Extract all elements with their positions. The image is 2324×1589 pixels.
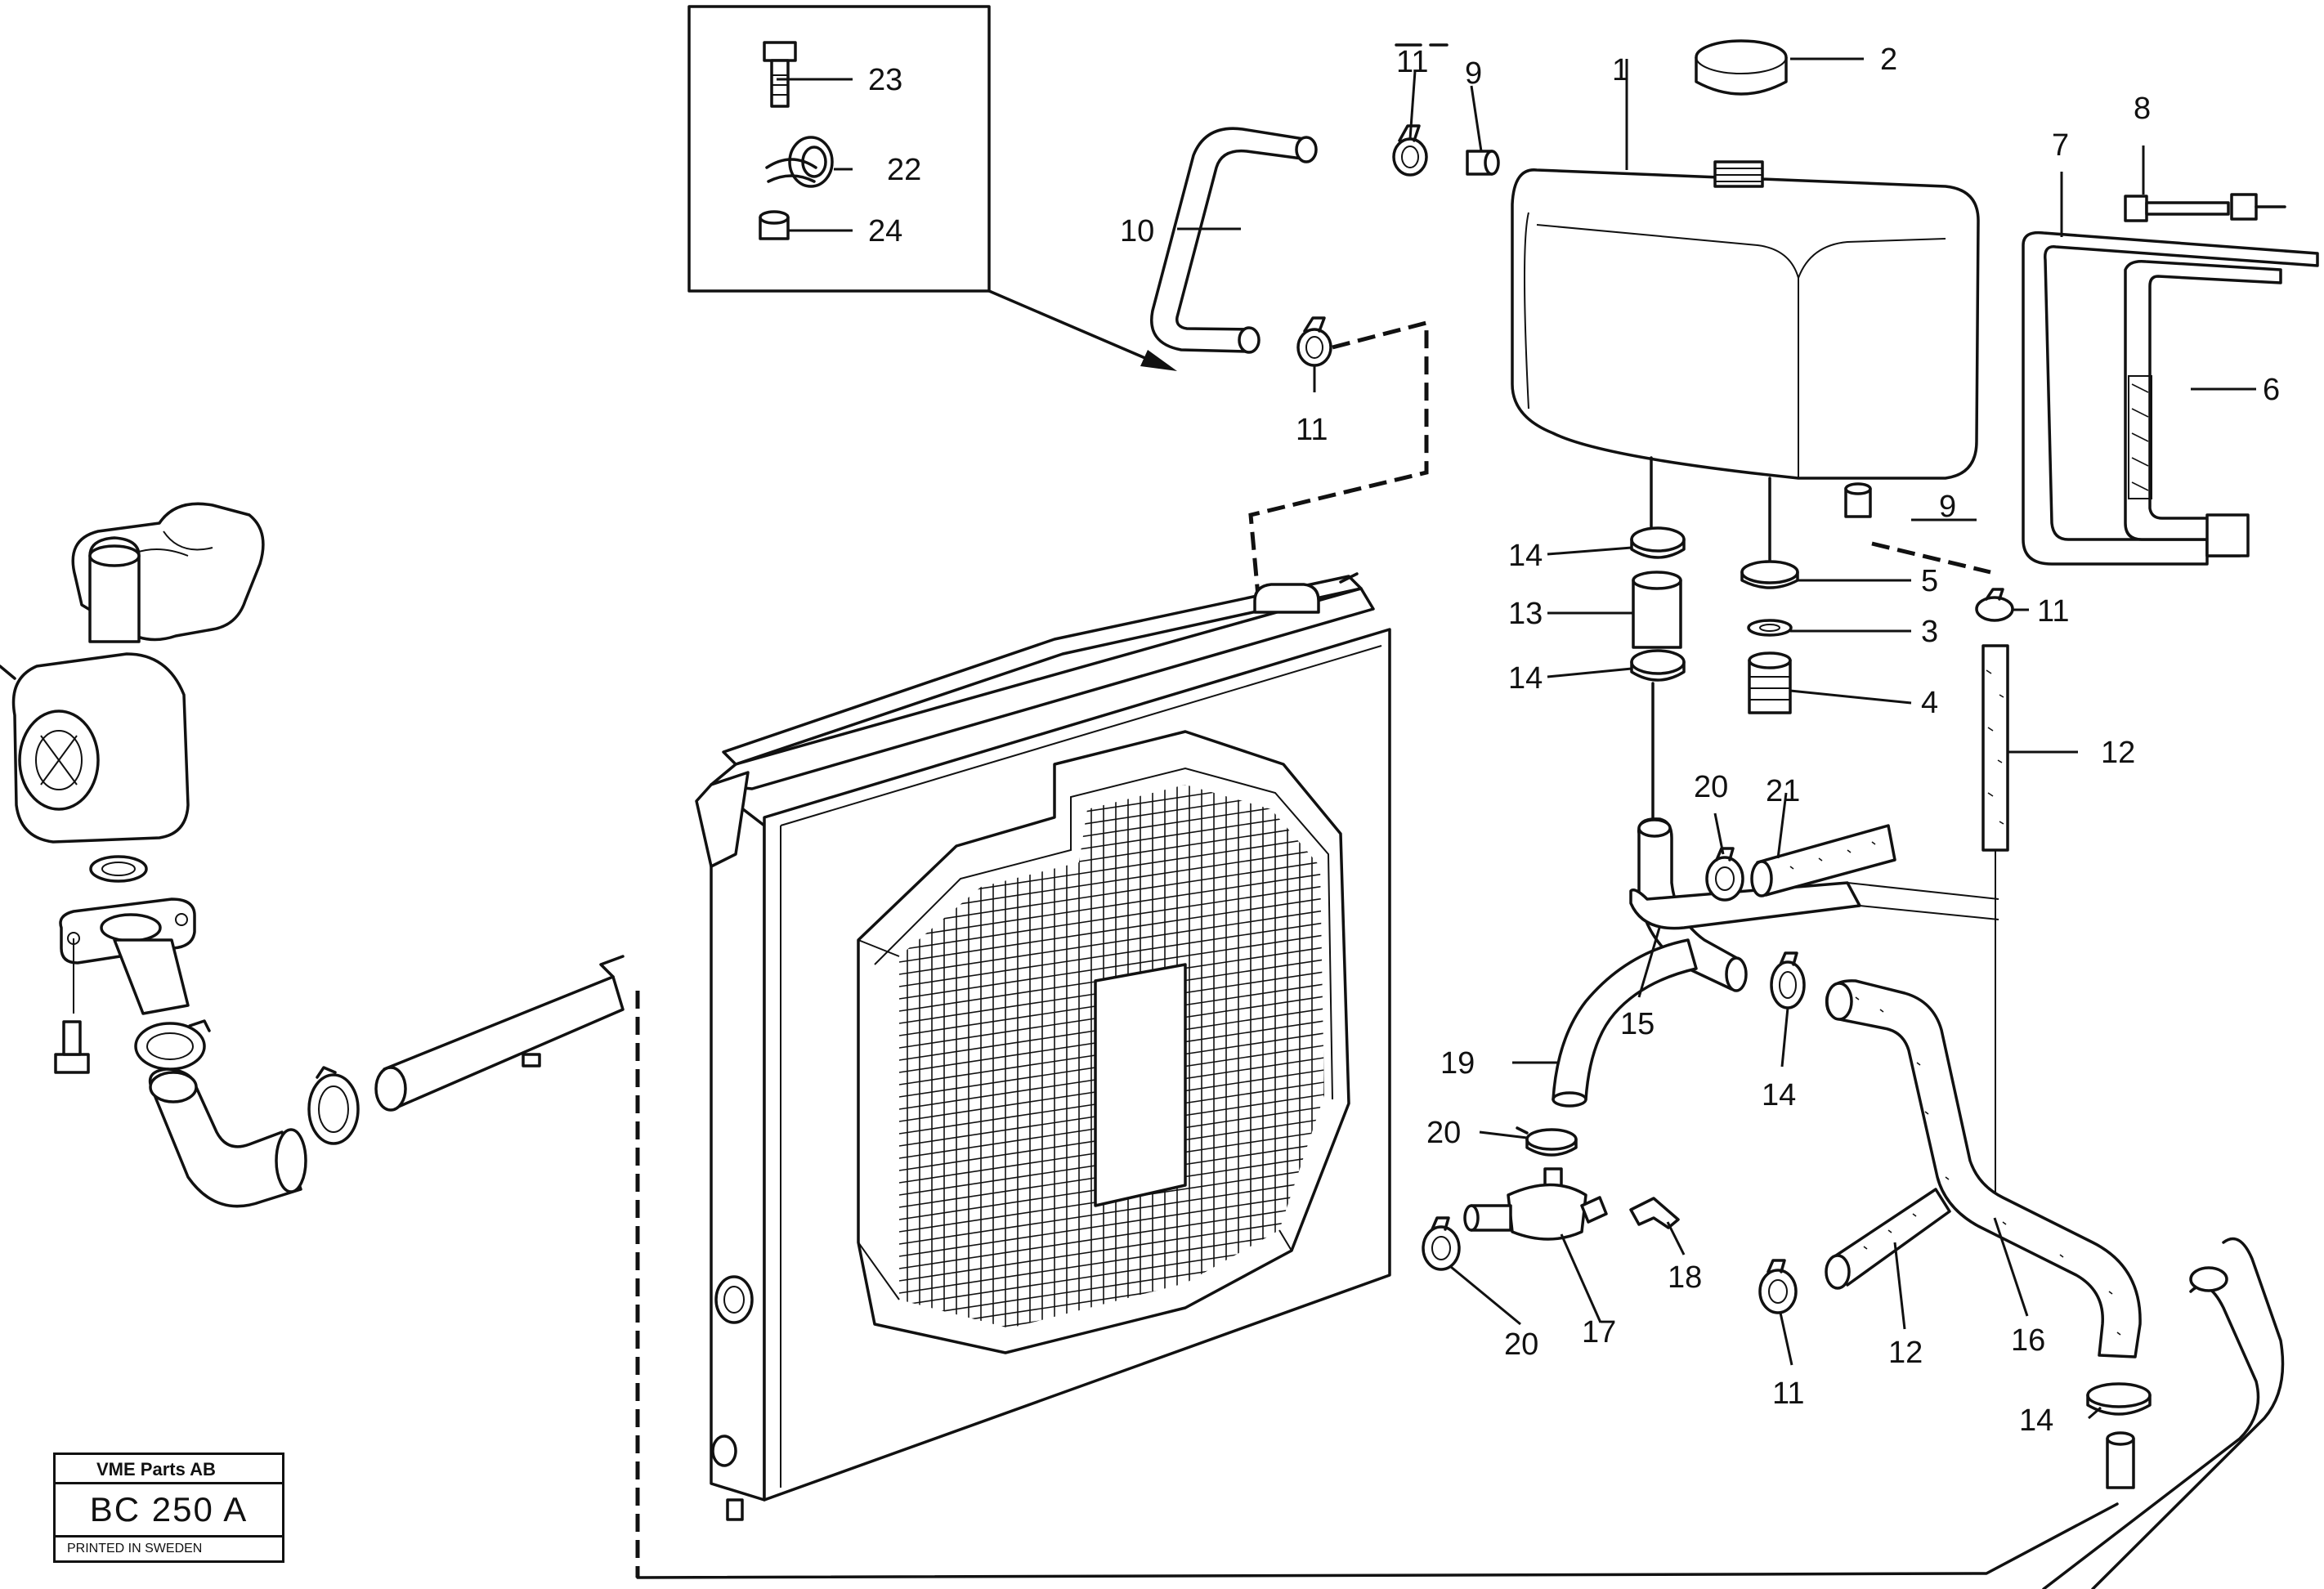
inset-detail-box	[687, 5, 1177, 371]
connector-9-upper	[1466, 150, 1500, 176]
radiator-mesh-line	[899, 890, 1324, 965]
callout-17: 17	[1582, 1315, 1616, 1350]
hose-clamp-11-lower	[1296, 316, 1332, 367]
callout-20-lower: 20	[1504, 1327, 1538, 1362]
drain-cock-17	[1463, 1167, 1608, 1241]
callout-20-middle: 20	[1426, 1116, 1461, 1150]
hose-clamp-11-lower-center	[1758, 1259, 1798, 1314]
hose-clamp-20-upper	[1705, 847, 1744, 902]
callout-14-d: 14	[2019, 1403, 2053, 1438]
callout-8: 8	[2134, 92, 2151, 126]
callout-15: 15	[1620, 1007, 1655, 1041]
hose-clamp-left-lower	[307, 1066, 360, 1145]
hose-21	[1750, 824, 1896, 897]
callout-9-upper: 9	[1465, 56, 1482, 91]
callout-14-b: 14	[1508, 661, 1543, 696]
callout-18: 18	[1668, 1260, 1702, 1295]
o-ring-seal	[89, 855, 148, 883]
radiator-mesh-line	[899, 866, 1324, 941]
return-pipe-bottom-right	[2042, 1237, 2285, 1589]
flange-elbow	[59, 897, 196, 1015]
callout-11-hose10: 11	[1296, 413, 1328, 447]
tank-bracket-7	[2022, 231, 2319, 566]
rubber-strap-6	[2128, 375, 2152, 499]
callout-11-bottom: 11	[1772, 1376, 1804, 1411]
hose-clamp-20-lower	[1422, 1216, 1461, 1271]
company-name: VME Parts AB	[56, 1455, 282, 1484]
leader-lines	[777, 57, 2256, 1420]
expansion-tank	[1511, 160, 1980, 562]
hose-clamp-20-middle	[1516, 1126, 1578, 1157]
radiator-mesh-line	[899, 878, 1324, 953]
callout-20-upper: 20	[1694, 770, 1728, 804]
radiator-mesh-line	[899, 853, 1324, 929]
hose-16	[1825, 979, 2142, 1358]
radiator	[695, 572, 1391, 1521]
callout-16: 16	[2011, 1323, 2045, 1358]
radiator-mesh-line	[899, 841, 1324, 916]
callout-11-right: 11	[2037, 594, 2069, 629]
hose-clamp-14-c	[1770, 951, 1806, 1009]
hose-12-vertical	[1981, 644, 2009, 1226]
bolt-8	[2124, 193, 2286, 222]
routing-dash-line-upper	[1248, 320, 1429, 606]
callout-23: 23	[868, 63, 902, 97]
valve-4	[1748, 651, 1792, 714]
callout-14-a: 14	[1508, 539, 1543, 573]
pipe-stub-bottom-right	[2106, 1431, 2135, 1489]
hose-clamp-5	[1740, 560, 1799, 589]
routing-dash-line-right	[1871, 541, 1991, 575]
elbow-hose-left	[148, 1068, 307, 1208]
callout-5: 5	[1921, 564, 1938, 598]
pipe-left	[374, 955, 625, 1112]
clip-18	[1629, 1197, 1680, 1229]
washer-3	[1747, 619, 1793, 637]
callout-labels: 1 2 3 4 5 6 7 8 9 9 10 11 11 11 11 12 12…	[868, 43, 2280, 1438]
hose-10	[1150, 127, 1318, 354]
radiator-mesh-line	[899, 915, 1324, 990]
callout-21: 21	[1766, 774, 1800, 808]
flange-bolt	[54, 938, 90, 1074]
callout-24: 24	[868, 214, 902, 248]
callout-1: 1	[1612, 53, 1629, 87]
hose-clamp-14-a	[1630, 526, 1686, 559]
callout-14-c: 14	[1762, 1078, 1796, 1112]
connector-9-lower	[1844, 482, 1872, 518]
hose-clamp-14-b	[1630, 649, 1686, 682]
hose-clamp-14-d	[2086, 1382, 2152, 1416]
callout-6: 6	[2263, 373, 2280, 407]
routing-line-radiator-bottom	[636, 1502, 2119, 1579]
hose-15-tee	[1629, 881, 1999, 930]
water-pump-housing	[0, 652, 190, 844]
callout-19: 19	[1440, 1046, 1475, 1081]
callout-7: 7	[2052, 128, 2069, 163]
callout-4: 4	[1921, 686, 1938, 720]
callout-2: 2	[1880, 43, 1897, 77]
printed-note: PRINTED IN SWEDEN	[67, 1542, 203, 1555]
radiator-mesh-line	[899, 927, 1324, 1002]
hose-12-lower	[1825, 1188, 1951, 1290]
drawing-code: BC 250 A	[56, 1484, 282, 1538]
radiator-mesh-line	[899, 1172, 1324, 1247]
callout-9-lower: 9	[1939, 490, 1956, 524]
filler-cap-2	[1695, 39, 1788, 96]
hose-clamp-11-right	[1975, 588, 2014, 622]
callout-22: 22	[887, 153, 921, 187]
hose-clamp-left-upper	[134, 1019, 211, 1071]
thermostat-housing	[71, 502, 265, 643]
callout-12-bottom: 12	[1888, 1336, 1923, 1370]
title-block: VME Parts AB BC 250 A PRINTED IN SWEDEN	[53, 1452, 284, 1563]
callout-10: 10	[1120, 214, 1154, 248]
callout-11-top: 11	[1396, 45, 1428, 79]
hose-13	[1632, 571, 1682, 649]
radiator-mesh-line	[899, 902, 1324, 978]
callout-13: 13	[1508, 597, 1543, 631]
callout-12-right: 12	[2101, 736, 2135, 770]
callout-3: 3	[1921, 615, 1938, 649]
hose-19	[1552, 938, 1698, 1108]
